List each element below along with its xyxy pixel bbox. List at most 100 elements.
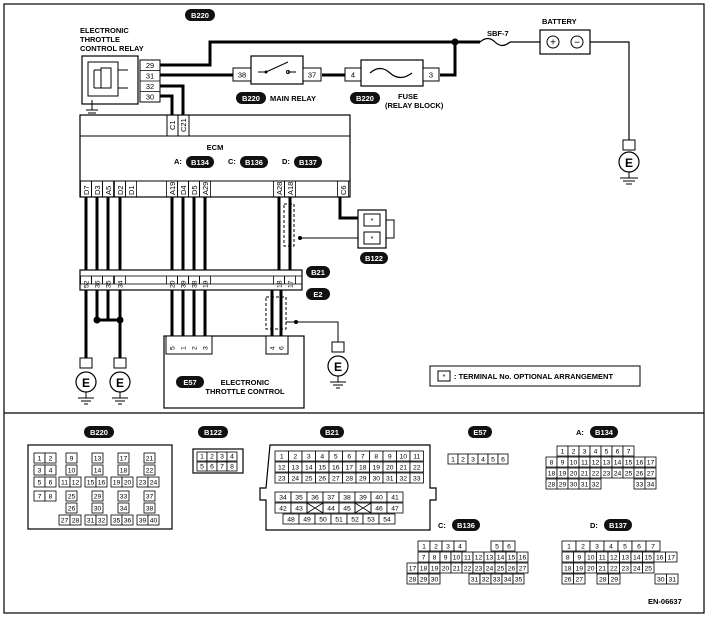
b134-cell-9: 9 bbox=[561, 460, 565, 467]
b134-cell-10: 10 bbox=[570, 460, 578, 467]
b21-cell-10: 10 bbox=[399, 454, 407, 461]
b137-cell-28: 28 bbox=[599, 577, 607, 584]
b21-cell-51: 51 bbox=[335, 517, 343, 524]
b137-cell-27: 27 bbox=[575, 577, 583, 584]
etc-relay-leads bbox=[118, 69, 128, 89]
b136-cell-15: 15 bbox=[508, 555, 516, 562]
b122-connector: * * B122 bbox=[298, 197, 395, 264]
ecm-pin-D7: D7 bbox=[82, 185, 91, 195]
note-star: * bbox=[443, 372, 446, 381]
b220-cell-2: 2 bbox=[49, 456, 53, 463]
b136-cell-5: 5 bbox=[495, 544, 499, 551]
catalog-b136-code: B136 bbox=[457, 521, 475, 530]
shield-upper bbox=[283, 203, 295, 247]
b21-pin-52: 52 bbox=[84, 280, 91, 288]
b21-cell-45: 45 bbox=[343, 506, 351, 513]
b220-cell-4: 4 bbox=[49, 468, 53, 475]
b21-cell-33: 33 bbox=[413, 476, 421, 483]
b220-cell-14: 14 bbox=[94, 468, 102, 475]
ecm-conn-c-label: C: bbox=[228, 157, 236, 166]
b134-cell-12: 12 bbox=[592, 460, 600, 467]
b137-cell-5: 5 bbox=[623, 544, 627, 551]
etc-pin-2: 2 bbox=[192, 346, 199, 350]
b134-cell-29: 29 bbox=[559, 482, 567, 489]
catalog-b21-code: B21 bbox=[325, 428, 339, 437]
b134-cell-11: 11 bbox=[581, 460, 588, 467]
b21-cell-49: 49 bbox=[303, 517, 311, 524]
etc-relay-label-1: ELECTRONIC bbox=[80, 26, 129, 35]
b137-cell-14: 14 bbox=[633, 555, 641, 562]
b21-cell-50: 50 bbox=[319, 517, 327, 524]
ground-label-3: E bbox=[334, 360, 342, 374]
b137-cell-30: 30 bbox=[657, 577, 665, 584]
ecm-pin-C6: C6 bbox=[339, 185, 348, 195]
b134-cell-25: 25 bbox=[625, 471, 633, 478]
b137-cell-31: 31 bbox=[668, 577, 676, 584]
b122-code: B122 bbox=[365, 254, 383, 263]
b220-cell-40: 40 bbox=[150, 518, 158, 525]
b136-cell-9: 9 bbox=[444, 555, 448, 562]
b134-cell-32: 32 bbox=[592, 482, 600, 489]
shield-lower bbox=[265, 296, 287, 330]
b134-cell-20: 20 bbox=[570, 471, 578, 478]
battery-label: BATTERY bbox=[542, 17, 577, 26]
b220-cell-21: 21 bbox=[146, 456, 154, 463]
b134-cell-21: 21 bbox=[581, 471, 589, 478]
relay-power-wires bbox=[160, 40, 480, 115]
b21-cell-18: 18 bbox=[359, 465, 367, 472]
b134-cell-23: 23 bbox=[603, 471, 611, 478]
b136-cell-27: 27 bbox=[519, 566, 527, 573]
etc-relay-ground-icon bbox=[86, 100, 98, 117]
b137-cell-6: 6 bbox=[637, 544, 641, 551]
b220-cell-29: 29 bbox=[94, 494, 102, 501]
power-junction bbox=[451, 38, 459, 46]
e57-cell-2: 2 bbox=[461, 457, 465, 464]
b21-cell-42: 42 bbox=[279, 506, 287, 513]
b137-cell-2: 2 bbox=[581, 544, 585, 551]
b136-cell-6: 6 bbox=[507, 544, 511, 551]
fuse-code: B220 bbox=[356, 94, 374, 103]
fuse-label-2: (RELAY BLOCK) bbox=[385, 101, 444, 110]
sbf-label: SBF-7 bbox=[487, 29, 509, 38]
b137-cell-19: 19 bbox=[575, 566, 583, 573]
b220-cell-22: 22 bbox=[146, 468, 154, 475]
sbf-fuse-icon bbox=[479, 37, 511, 47]
b137-cell-15: 15 bbox=[644, 555, 652, 562]
b137-cell-10: 10 bbox=[587, 555, 595, 562]
b220-cell-38: 38 bbox=[146, 506, 154, 513]
ecm-label: ECM bbox=[207, 143, 224, 152]
fuse-pin-4: 4 bbox=[351, 71, 355, 80]
b134-cell-31: 31 bbox=[581, 482, 589, 489]
b136-cell-31: 31 bbox=[471, 577, 479, 584]
ecm-pin-D4: D4 bbox=[179, 185, 188, 195]
ecm-pin-A18: A18 bbox=[286, 182, 295, 195]
b137-cell-1: 1 bbox=[567, 544, 571, 551]
b134-cell-15: 15 bbox=[625, 460, 633, 467]
main-relay-label: MAIN RELAY bbox=[270, 94, 316, 103]
relay-pin-30: 30 bbox=[146, 93, 154, 102]
b122-cell-3: 3 bbox=[220, 454, 224, 461]
b136-cell-20: 20 bbox=[442, 566, 450, 573]
b122-cell-7: 7 bbox=[220, 464, 224, 471]
b136-cell-23: 23 bbox=[475, 566, 483, 573]
ground-icon bbox=[620, 172, 638, 185]
b21-cell-13: 13 bbox=[291, 465, 299, 472]
b220-cell-7: 7 bbox=[38, 494, 42, 501]
catalog-d-label: D: bbox=[590, 521, 598, 530]
b21-cell-35: 35 bbox=[295, 495, 303, 502]
e57-code: E57 bbox=[183, 378, 196, 387]
b134-cell-4: 4 bbox=[594, 449, 598, 456]
fuse-relay-block: 4 3 B220 FUSE (RELAY BLOCK) bbox=[344, 59, 444, 110]
b220-cell-25: 25 bbox=[68, 494, 76, 501]
b134-cell-13: 13 bbox=[603, 460, 611, 467]
b21-cell-54: 54 bbox=[383, 517, 391, 524]
ecm-conn-a-label: A: bbox=[174, 157, 182, 166]
b21-cell-28: 28 bbox=[345, 476, 353, 483]
b220-outline bbox=[27, 444, 173, 530]
b134-cell-3: 3 bbox=[583, 449, 587, 456]
etc-pin-6: 6 bbox=[279, 346, 286, 350]
ecm-conn-d-code: B137 bbox=[299, 158, 317, 167]
fuse-pin-3: 3 bbox=[429, 71, 433, 80]
ecm-pin-D2: D2 bbox=[116, 185, 125, 195]
